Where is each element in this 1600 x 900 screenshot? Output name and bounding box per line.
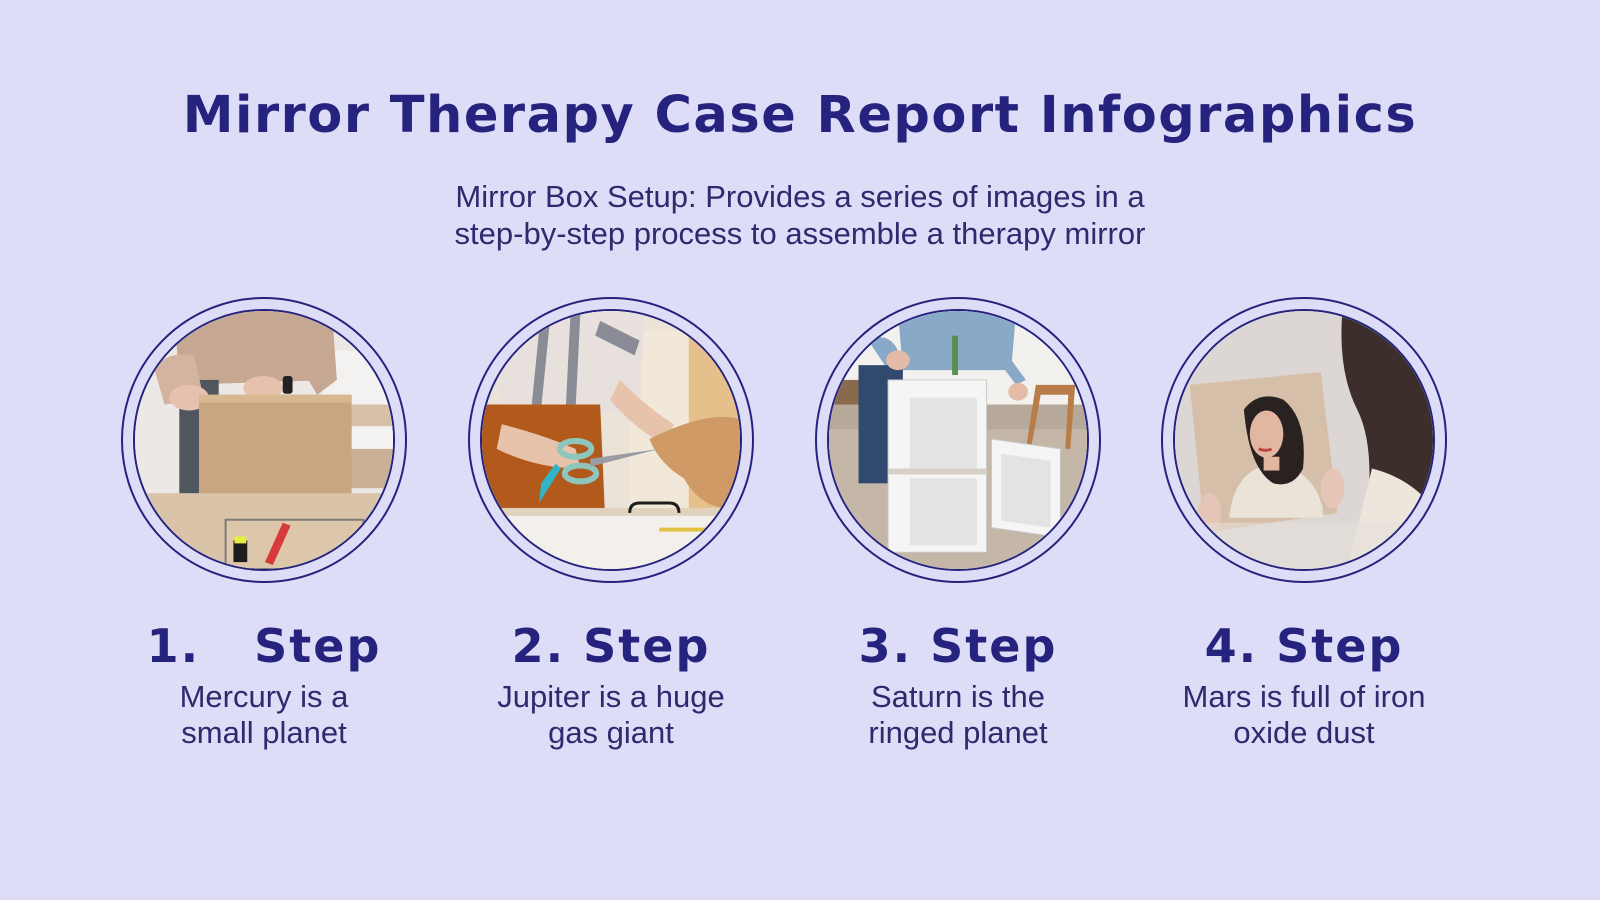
step-3-title: 3. Step bbox=[858, 619, 1058, 673]
cutting-cardboard-image bbox=[482, 311, 740, 569]
step-4-description: Mars is full of iron oxide dust bbox=[1182, 679, 1426, 750]
step-4-title: 4. Step bbox=[1204, 619, 1404, 673]
step-4-photo bbox=[1173, 309, 1435, 571]
page-title: Mirror Therapy Case Report Infographics bbox=[182, 86, 1418, 145]
step-2-photo bbox=[480, 309, 742, 571]
step-1-photo bbox=[133, 309, 395, 571]
step-4-ring bbox=[1161, 297, 1447, 583]
subtitle-line-2: step-by-step process to assemble a thera… bbox=[454, 216, 1146, 251]
step-3-photo bbox=[827, 309, 1089, 571]
page-subtitle: Mirror Box Setup: Provides a series of i… bbox=[300, 178, 1300, 252]
step-2-title: 2. Step bbox=[511, 619, 711, 673]
step-1-title: 1. Step bbox=[146, 619, 382, 673]
stacking-boxes-image bbox=[829, 311, 1087, 569]
step-2-description: Jupiter is a huge gas giant bbox=[497, 679, 725, 750]
step-2: 2. Step Jupiter is a huge gas giant bbox=[441, 297, 781, 751]
box-taping-image bbox=[135, 311, 393, 569]
step-3-description: Saturn is the ringed planet bbox=[868, 679, 1048, 750]
woman-mirror-image bbox=[1175, 311, 1433, 569]
step-3-ring bbox=[815, 297, 1101, 583]
step-4: 4. Step Mars is full of iron oxide dust bbox=[1134, 297, 1474, 751]
step-2-ring bbox=[468, 297, 754, 583]
step-1-description: Mercury is a small planet bbox=[179, 679, 349, 750]
step-1-ring bbox=[121, 297, 407, 583]
step-1: 1. Step Mercury is a small planet bbox=[94, 297, 434, 751]
step-3: 3. Step Saturn is the ringed planet bbox=[788, 297, 1128, 751]
subtitle-line-1: Mirror Box Setup: Provides a series of i… bbox=[455, 179, 1145, 214]
